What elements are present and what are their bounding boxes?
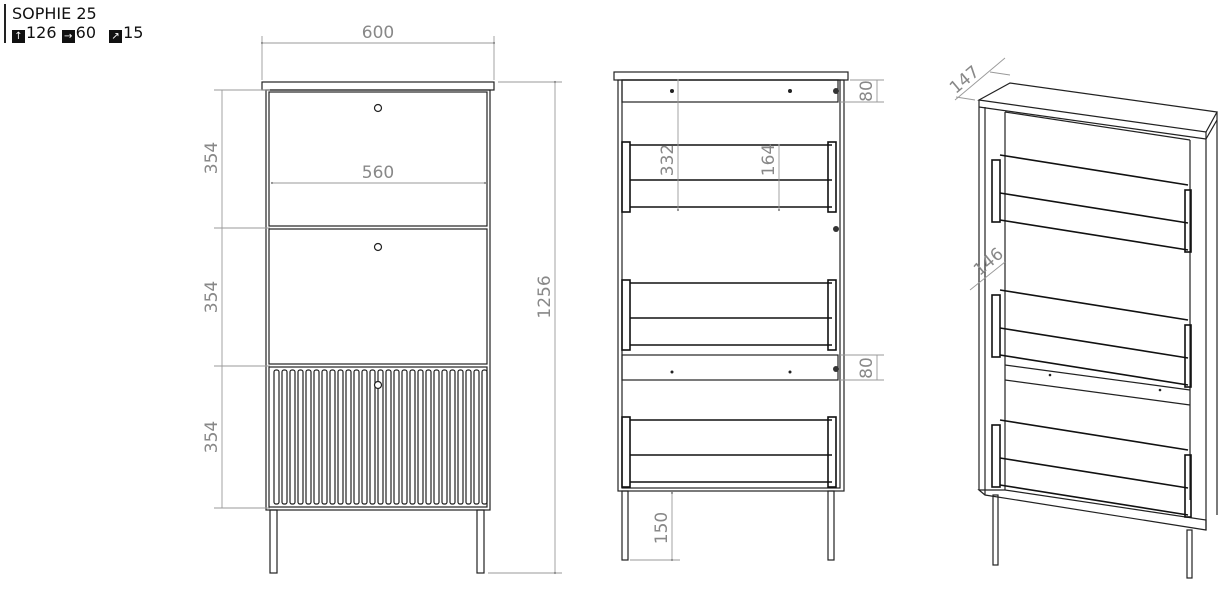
dim-rail-middle: 80 — [857, 357, 877, 379]
flute — [337, 369, 344, 505]
shoe-rack — [991, 419, 1192, 518]
flute — [305, 369, 312, 505]
flute — [441, 369, 448, 505]
flute — [361, 369, 368, 505]
flute — [273, 369, 280, 505]
leg — [476, 509, 485, 574]
dim-shelf-spacing: 164 — [759, 144, 779, 176]
dim-width-inner: 560 — [362, 163, 394, 183]
iso-view: 147 146 — [946, 57, 1218, 579]
width-value: 60 — [75, 23, 96, 42]
arrow-diagonal-icon: ↗ — [109, 30, 123, 43]
flute — [281, 369, 288, 505]
dim-compartment: 332 — [658, 144, 678, 176]
front-view: 600 560 354 354 354 1256 — [202, 23, 562, 575]
flute — [329, 369, 336, 505]
flute — [385, 369, 392, 505]
dim-drawer-2: 354 — [202, 281, 222, 313]
shoe-rack — [991, 154, 1192, 253]
leg — [621, 490, 629, 561]
flute — [369, 369, 376, 505]
leg — [827, 490, 835, 561]
dim-drawer-1: 354 — [202, 142, 222, 174]
flute — [409, 369, 416, 505]
product-header: SOPHIE 25 ↑126 →60 ↗15 — [4, 4, 143, 43]
open-view: 80 80 332 164 150 — [613, 71, 884, 562]
leg — [269, 509, 278, 574]
dim-rail-top: 80 — [857, 80, 877, 102]
flute — [417, 369, 424, 505]
flute — [449, 369, 456, 505]
dim-drawer-3: 354 — [202, 421, 222, 453]
dim-depth-inner: 146 — [970, 244, 1008, 280]
flute — [353, 369, 360, 505]
flute — [457, 369, 464, 505]
leg — [1186, 529, 1193, 579]
flute — [313, 369, 320, 505]
product-title: SOPHIE 25 — [12, 4, 97, 23]
flute — [425, 369, 432, 505]
flute — [401, 369, 408, 505]
flute — [393, 369, 400, 505]
dim-leg-height: 150 — [652, 512, 672, 544]
flute — [289, 369, 296, 505]
flute — [473, 369, 480, 505]
dim-width-outer: 600 — [362, 23, 394, 43]
flute — [377, 369, 384, 505]
height-value: 126 — [26, 23, 57, 42]
flute — [345, 369, 352, 505]
flute — [321, 369, 328, 505]
flutes — [273, 369, 488, 505]
leg — [992, 494, 999, 566]
flute — [481, 369, 488, 505]
shoe-rack — [621, 279, 837, 351]
depth-value: 15 — [123, 23, 144, 42]
flute — [465, 369, 472, 505]
flute — [297, 369, 304, 505]
flute — [433, 369, 440, 505]
drawer-middle — [268, 228, 488, 365]
drawer-top — [268, 91, 488, 227]
dim-total-height: 1256 — [535, 275, 555, 318]
knob — [373, 380, 383, 390]
shoe-rack — [621, 141, 837, 213]
arrow-right-icon: → — [61, 30, 75, 43]
knob — [373, 242, 383, 252]
shoe-rack — [621, 416, 837, 488]
product-dimensions: ↑126 →60 ↗15 — [12, 23, 143, 43]
knob — [373, 103, 383, 113]
arrow-up-icon: ↑ — [12, 30, 25, 43]
dim-depth-outer: 147 — [946, 62, 984, 98]
shoe-rack — [991, 289, 1192, 388]
